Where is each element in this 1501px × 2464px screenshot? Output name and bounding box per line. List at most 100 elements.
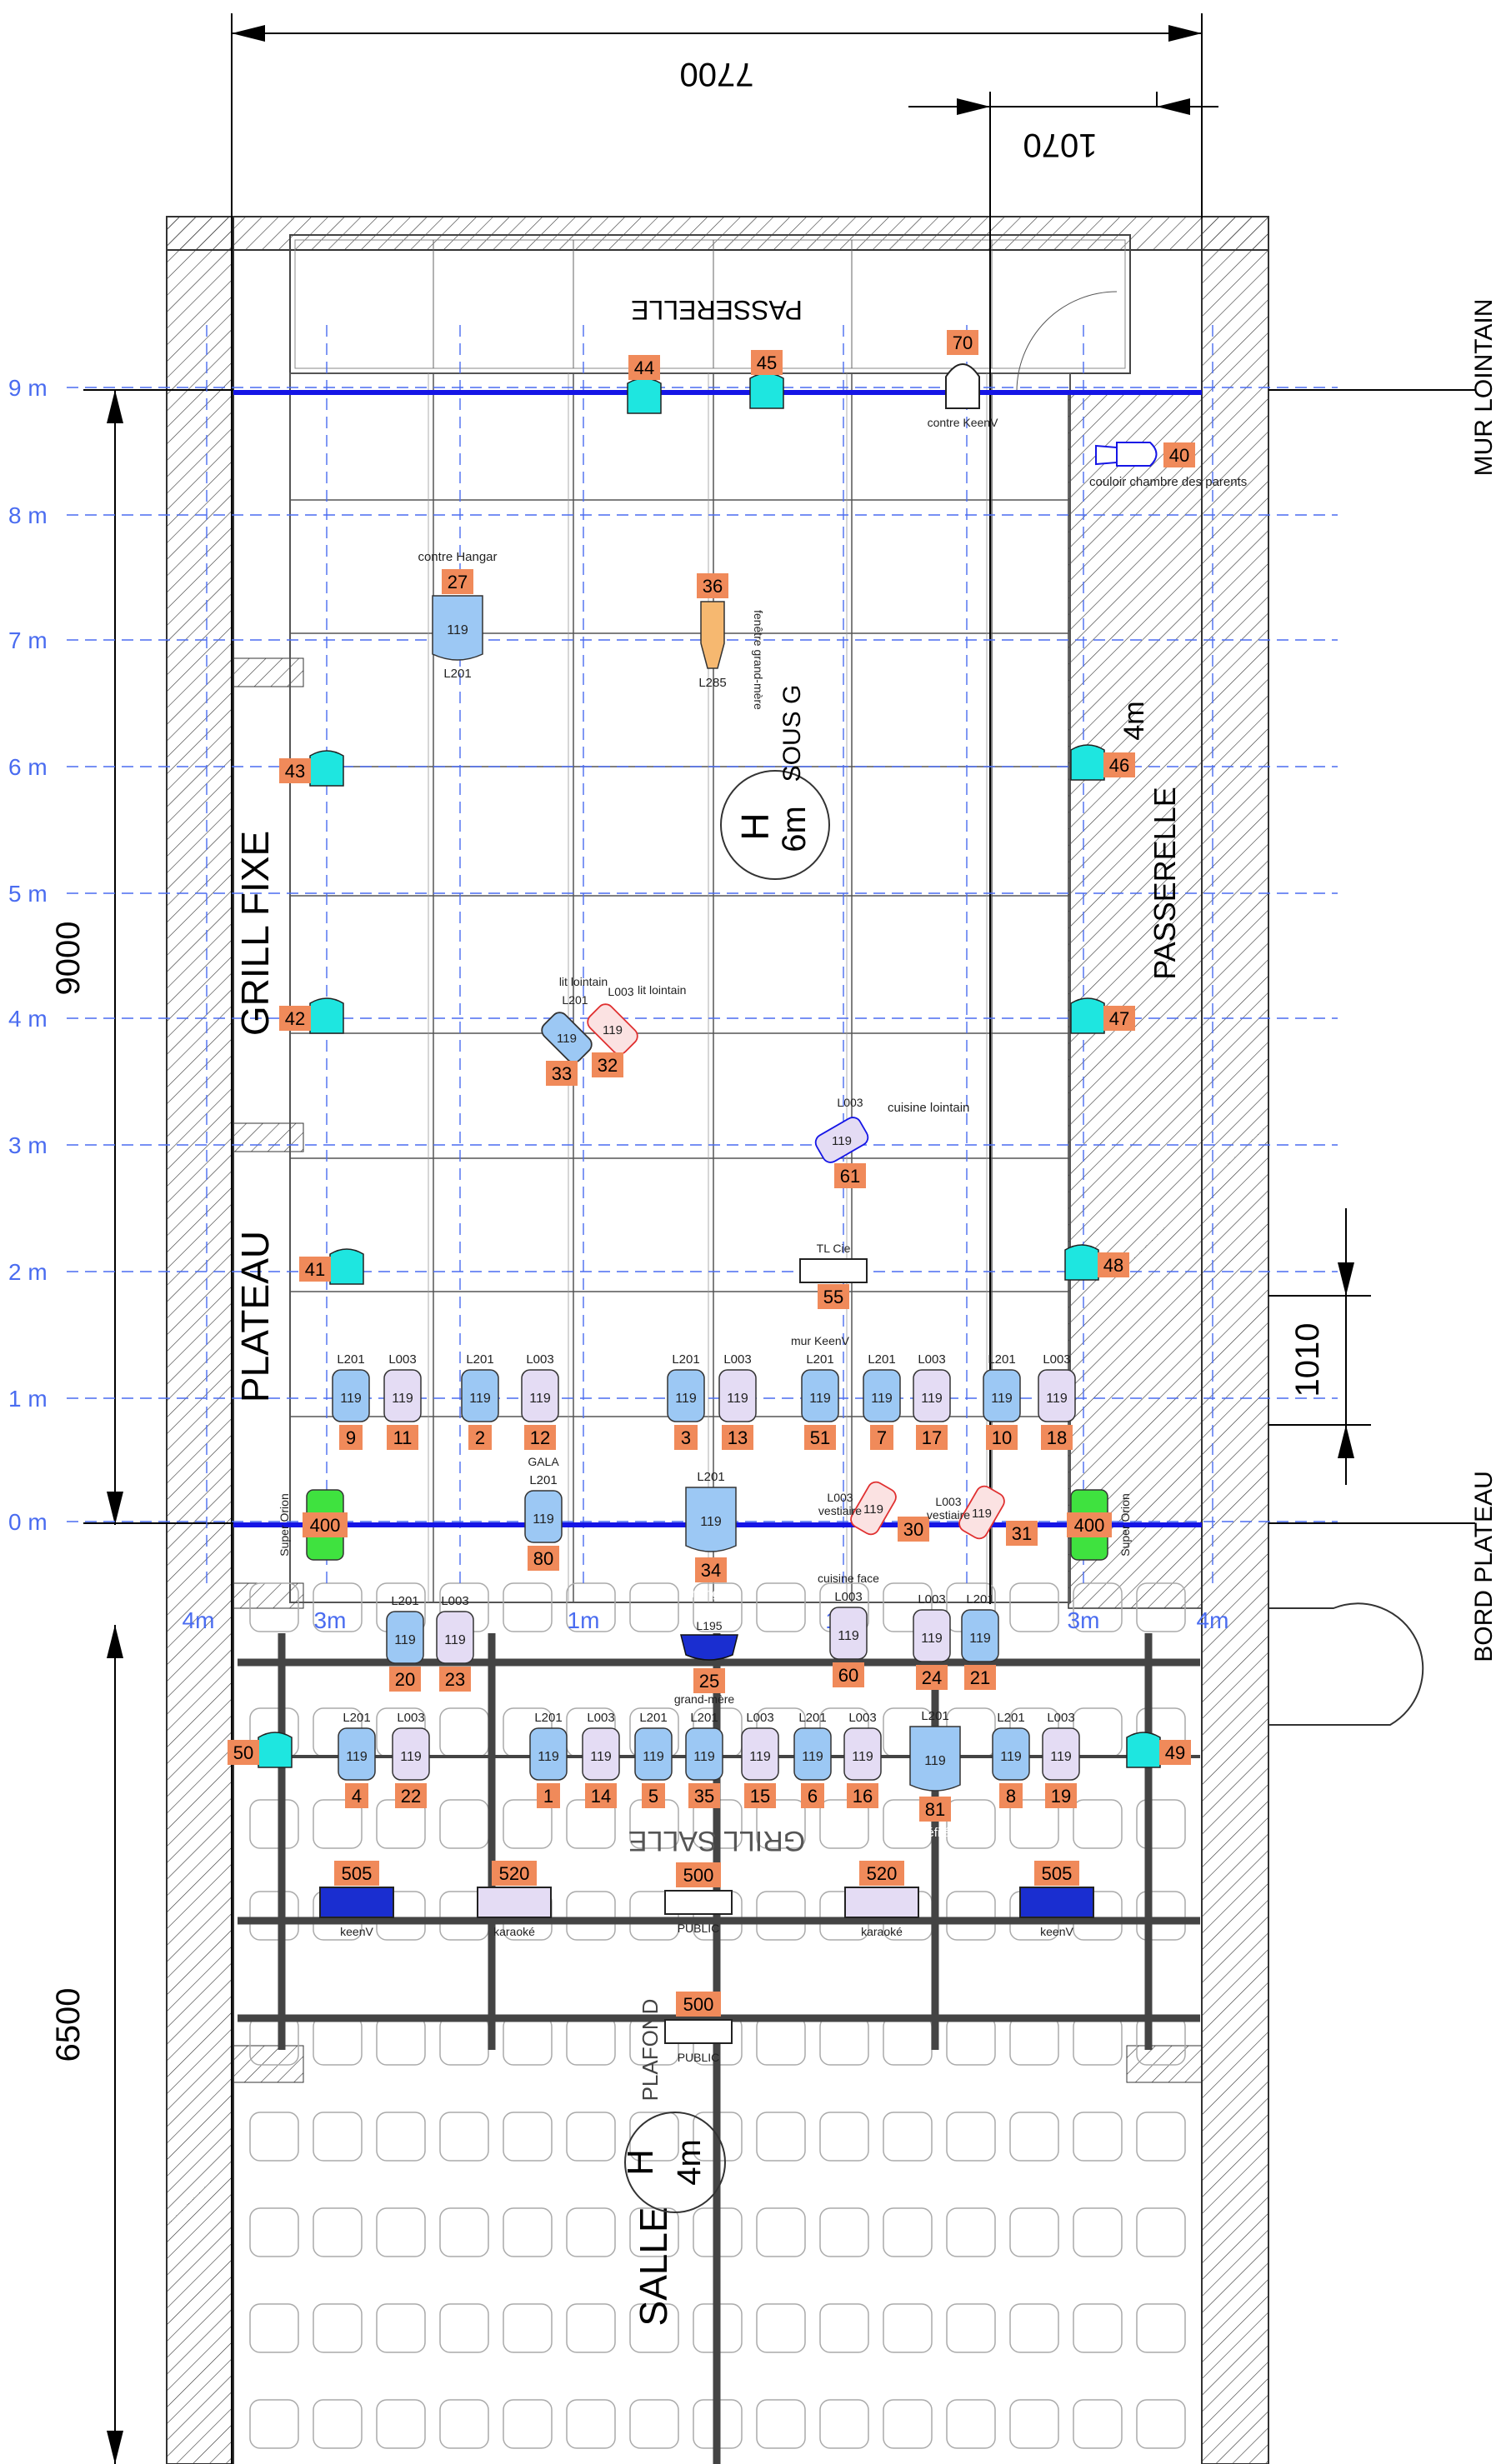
- fixture-41[interactable]: 41: [299, 1248, 364, 1285]
- fixture-42[interactable]: 42: [279, 997, 344, 1034]
- fixture-43[interactable]: 43: [279, 750, 344, 787]
- fixture-text: 119: [529, 1392, 551, 1406]
- fixture-number: 48: [1103, 1255, 1123, 1276]
- fixture-text: couloir chambre des parents: [1089, 475, 1247, 489]
- fixture-45[interactable]: 45: [749, 350, 784, 409]
- fixture-number-tag: [439, 1667, 471, 1692]
- seat: [756, 1799, 806, 1849]
- width-label: 4m: [183, 1607, 215, 1633]
- fixture-number-tag: [695, 1557, 727, 1582]
- fixture-number-tag: [468, 1425, 492, 1450]
- seat: [819, 2016, 869, 2066]
- fixture-number: 40: [1169, 445, 1189, 466]
- fixture-body: [338, 1727, 376, 1781]
- fixture-text: 119: [924, 1754, 946, 1768]
- fixture-number: 1: [543, 1786, 553, 1807]
- seat: [503, 2399, 553, 2449]
- fixture-50[interactable]: 50: [228, 1732, 293, 1768]
- fixture-number: 27: [448, 572, 468, 592]
- fixture-text: L285: [698, 676, 726, 690]
- fixture-number-tag: [847, 1783, 878, 1808]
- width-label: 1m: [568, 1607, 600, 1633]
- seat: [756, 1891, 806, 1941]
- depth-label: 4 m: [8, 1006, 48, 1032]
- fixture-text: 119: [832, 1134, 852, 1148]
- fixture-number: 46: [1109, 755, 1129, 776]
- fixture-text: 119: [921, 1632, 943, 1646]
- fixture-text: karaoké: [493, 1925, 535, 1938]
- fixture-body: [992, 1727, 1030, 1781]
- fixture-44[interactable]: 44: [627, 355, 662, 414]
- fixture-40[interactable]: 40 couloir chambre des parents: [1089, 442, 1247, 489]
- fixture-body: [909, 1726, 961, 1792]
- seat: [1073, 2303, 1123, 2353]
- fixture-48[interactable]: 48: [1064, 1244, 1129, 1281]
- fixture-49[interactable]: 49: [1126, 1732, 1191, 1768]
- fixture-body: [1064, 1244, 1099, 1281]
- fixture-number: 31: [1012, 1523, 1032, 1544]
- fixture-number: 22: [401, 1786, 421, 1807]
- fixture-number-tag: [1006, 1521, 1038, 1546]
- fixture-body: [329, 1248, 364, 1285]
- seat: [629, 2399, 679, 2449]
- fixture-47[interactable]: 47: [1070, 997, 1135, 1034]
- fixture-text: 119: [969, 1632, 991, 1646]
- fixture-46[interactable]: 46: [1070, 744, 1135, 781]
- fixture-text: L003: [834, 1590, 862, 1604]
- fixture-number: 23: [445, 1669, 465, 1690]
- fixture-number-tag: [299, 1257, 331, 1282]
- seat: [1136, 2303, 1186, 2353]
- fixture-text: 119: [802, 1750, 823, 1764]
